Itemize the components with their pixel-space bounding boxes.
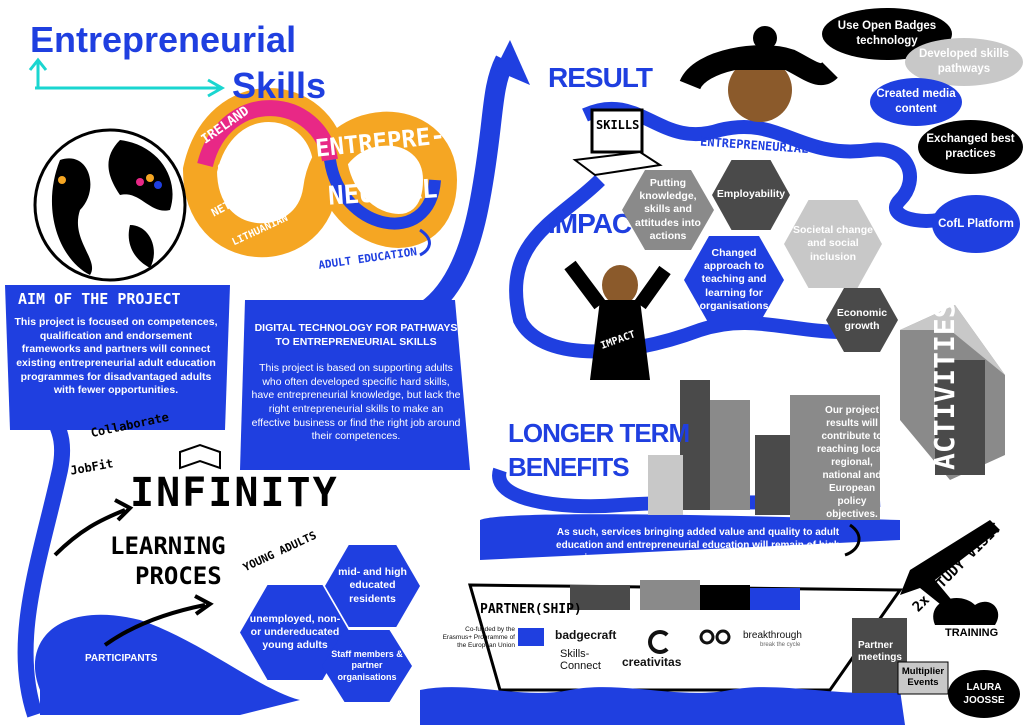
bubble-cofl-platform: CofL Platform xyxy=(932,195,1020,253)
benefits-box-text: Our project results will contribute to r… xyxy=(816,405,888,520)
benefits-ribbon-shape xyxy=(480,514,900,560)
eu-cofunded-text: Co-funded by the Erasmus+ Programme of t… xyxy=(442,626,515,649)
arrow-up xyxy=(495,40,530,85)
country-polen: POLEN xyxy=(232,258,272,273)
waves xyxy=(420,687,905,725)
bubble-media-content: Created media content xyxy=(870,78,962,126)
hex-employability: Employability xyxy=(712,160,790,230)
benefits-heading-2: BENEFITS xyxy=(508,452,630,482)
digital-body: This project is based on supporting adul… xyxy=(251,362,461,443)
activities-label: ACTIVITIES xyxy=(928,301,961,470)
airplane xyxy=(900,520,1000,612)
hex-changed-approach: Changed approach to teaching and learnin… xyxy=(684,236,784,324)
logo-creativitas: creativitas xyxy=(622,655,682,669)
aim-heading: AIM OF THE PROJECT xyxy=(18,290,181,308)
logo-breakthrough: breakthrough xyxy=(743,630,802,641)
bubble-best-practices: Exchanged best practices xyxy=(918,120,1023,174)
title-line-1: Entrepreneurial xyxy=(30,19,297,60)
benefits-heading-1: LONGER TERM xyxy=(508,418,690,448)
participants-label: PARTICIPANTS xyxy=(85,653,158,664)
partner-meetings-label: Partner meetings xyxy=(858,640,902,663)
logo-skills-connect: Skills-Connect xyxy=(560,648,601,673)
blue-path-impact xyxy=(509,175,881,359)
result-heading: RESULT xyxy=(548,62,653,93)
digital-heading: DIGITAL TECHNOLOGY FOR PATHWAYS TO ENTRE… xyxy=(254,322,458,348)
partnership-label: PARTNER(SHIP) xyxy=(480,602,582,617)
author-badge: LAURA JOOSSE xyxy=(948,670,1020,718)
hex-staff-members: Staff members & partner organisations xyxy=(322,630,412,702)
digital-box-shape xyxy=(240,300,470,470)
hex-mid-high-educated: mid- and high educated residents xyxy=(325,545,420,627)
infinity-text: INFINITY xyxy=(130,470,339,516)
aim-box-shape xyxy=(5,285,230,430)
breakthrough-icon xyxy=(698,628,732,646)
participants-shape xyxy=(34,614,300,715)
eu-flag-icon xyxy=(518,628,544,646)
logo-badgecraft: badgecraft xyxy=(555,628,617,642)
aim-body: This project is focused on competences, … xyxy=(14,316,218,397)
multiplier-events-label: Multiplier Events xyxy=(901,666,945,689)
learning-text: LEARNING xyxy=(110,532,226,560)
laptop xyxy=(590,108,644,154)
creativitas-icon xyxy=(648,630,672,654)
training-label: TRAINING xyxy=(945,627,999,639)
blue-path-result xyxy=(582,102,965,228)
benefits-box-shape xyxy=(790,395,880,520)
laptop-label: SKILLS xyxy=(596,118,640,132)
proces-text: PROCES xyxy=(135,562,222,590)
title-line-2: Skills xyxy=(232,65,327,106)
training-cloud xyxy=(933,597,999,625)
breakthrough-tagline: break the cycle xyxy=(760,642,801,648)
benefits-banner-text: As such, services bringing added value a… xyxy=(556,527,840,564)
